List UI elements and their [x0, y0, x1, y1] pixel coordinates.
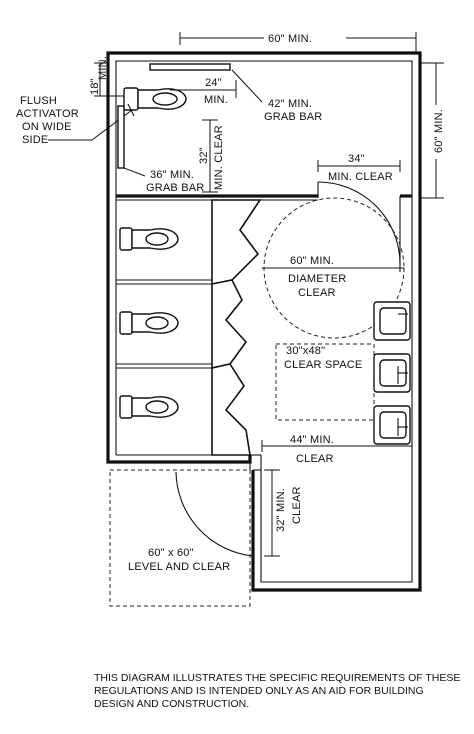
dimension-24-min: MIN.	[204, 94, 228, 106]
clear-space-rectangle: 30"x48" CLEAR SPACE	[275, 343, 375, 421]
dimension-32-upper-clear: MIN. CLEAR	[213, 125, 225, 190]
sink-icon	[373, 301, 411, 341]
clear-space-label-2: CLEAR SPACE	[284, 359, 362, 371]
grab-bar-36-note: 36" MIN. GRAB BAR	[123, 167, 204, 194]
grab-bar-36-label-2: GRAB BAR	[146, 182, 204, 194]
dimension-44-clear: CLEAR	[296, 453, 334, 465]
flush-label-4: SIDE	[22, 134, 48, 146]
flush-label-2: ACTIVATOR	[16, 108, 79, 120]
dimension-18: 18" MIN.	[89, 56, 126, 97]
stall-depth-dimension: 60" MIN.	[420, 62, 446, 199]
dimension-32-lower-clear: CLEAR	[291, 486, 303, 524]
diameter-label-2: CLEAR	[298, 287, 336, 299]
dimension-24: 24" MIN.	[170, 77, 237, 106]
dimension-34-clear: MIN. CLEAR	[328, 171, 393, 183]
dimension-18-min: MIN.	[97, 56, 109, 80]
landing-label-1: 60" x 60"	[148, 547, 194, 559]
dimension-32-upper-label: 32"	[198, 147, 210, 164]
overall-width-dimension: 60" MIN.	[179, 30, 417, 53]
grab-bar-36	[117, 105, 125, 169]
dimension-18-label: 18"	[89, 78, 101, 95]
toilet-icon	[119, 311, 179, 335]
sink-icon	[373, 353, 411, 393]
grab-bar-42-label-2: GRAB BAR	[264, 111, 322, 123]
clear-space-label-1: 30"x48"	[286, 345, 325, 357]
dimension-44: 44" MIN. CLEAR	[261, 434, 412, 465]
lavatories	[373, 301, 411, 445]
level-clear-landing: 60" x 60" LEVEL AND CLEAR	[109, 469, 251, 607]
flush-label-3: ON WIDE	[22, 121, 72, 133]
entry-door	[175, 454, 262, 557]
sink-icon	[373, 405, 411, 445]
flush-label-1: FLUSH	[20, 95, 57, 107]
accessible-toilet-icon	[123, 87, 187, 111]
grab-bar-42	[149, 63, 231, 71]
turning-circle: 60" MIN. DIAMETER CLEAR	[262, 197, 405, 339]
stall-row	[116, 199, 262, 456]
toilet-icon	[119, 395, 179, 419]
accessible-stall	[117, 63, 231, 169]
grab-bar-42-label-1: 42" MIN.	[268, 98, 312, 110]
flush-activator-note: FLUSH ACTIVATOR ON WIDE SIDE	[16, 95, 133, 146]
dimension-34-label: 34"	[348, 153, 365, 165]
toilet-icon	[119, 227, 179, 251]
dimension-32-upper: 32" MIN. CLEAR	[198, 119, 225, 193]
dimension-32-lower: 32" MIN. CLEAR	[264, 469, 303, 557]
dimension-44-label: 44" MIN.	[290, 434, 334, 446]
width-dimension-label: 60" MIN.	[268, 33, 312, 45]
diameter-dimension-label: 60" MIN.	[290, 255, 334, 267]
stall-depth-label: 60" MIN.	[433, 109, 445, 153]
grab-bar-36-label-1: 36" MIN.	[150, 169, 194, 181]
dimension-32-lower-label: 32" MIN.	[275, 488, 287, 532]
grab-bar-42-note: 42" MIN. GRAB BAR	[231, 69, 322, 123]
landing-label-2: LEVEL AND CLEAR	[128, 561, 230, 573]
dimension-24-label: 24"	[205, 77, 222, 89]
diameter-label-1: DIAMETER	[288, 273, 346, 285]
diagram-disclaimer: THIS DIAGRAM ILLUSTRATES THE SPECIFIC RE…	[94, 672, 461, 710]
